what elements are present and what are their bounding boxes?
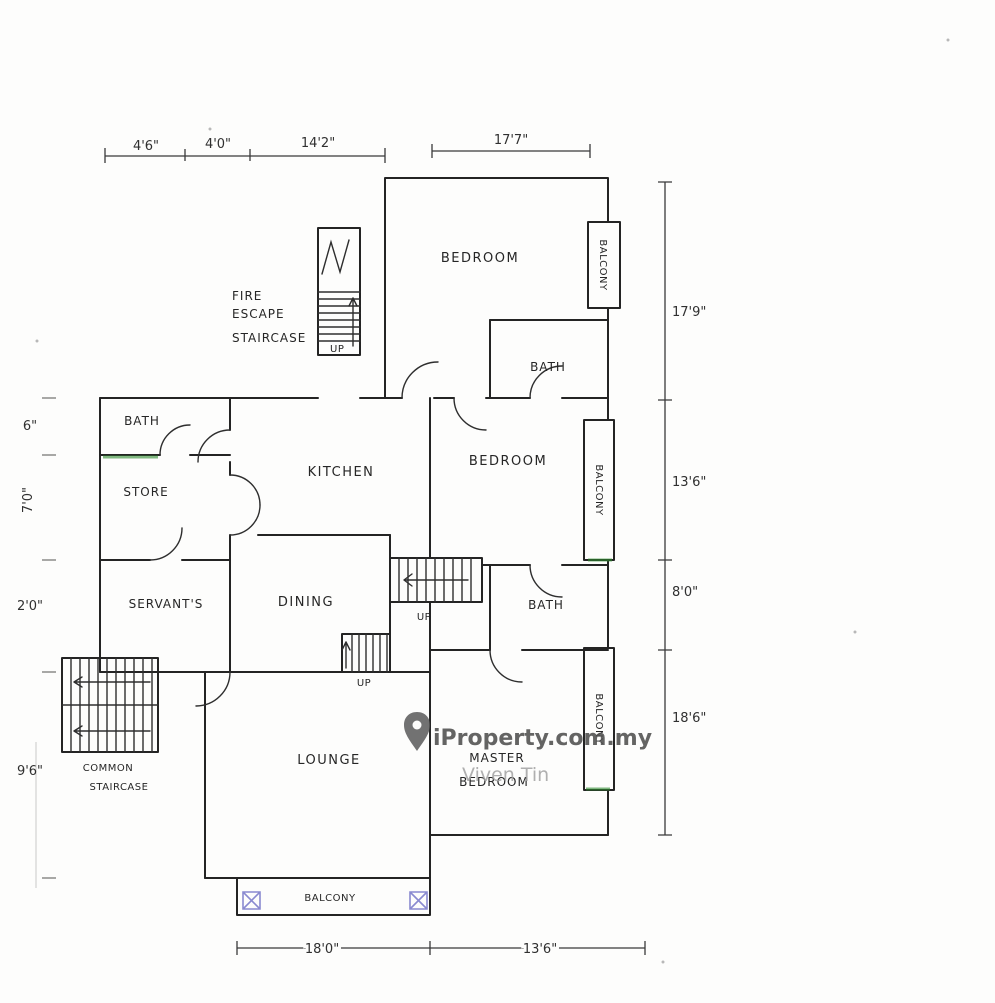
fire-escape-label-line3: STAIRCASE	[232, 331, 306, 345]
room-label-bath-top: BATH	[530, 360, 566, 374]
fire-escape-label-line2: ESCAPE	[232, 307, 285, 321]
dim-top-1: 4'6"	[133, 139, 159, 154]
room-label-kitchen: KITCHEN	[308, 465, 375, 480]
room-label-bath-mid: BATH	[528, 598, 564, 612]
up-arrow-icon	[341, 641, 351, 669]
dimension-lines	[42, 144, 672, 955]
common-staircase-label-line1: COMMON	[83, 763, 133, 774]
scan-specks	[35, 38, 950, 964]
small-staircase	[341, 633, 391, 673]
common-staircase-label-line2: STAIRCASE	[90, 782, 149, 793]
balcony-bottom-box	[236, 877, 431, 916]
dim-top-2: 4'0"	[205, 137, 231, 152]
room-label-bedroom-top: BEDROOM	[441, 251, 519, 266]
scan-green-marks	[103, 455, 612, 791]
dim-bottom-2: 13'6"	[523, 942, 557, 957]
door-swing-arcs	[149, 361, 563, 707]
room-labels: BEDROOM BALCONY FIRE ESCAPE STAIRCASE UP…	[83, 239, 608, 904]
balcony-top-box	[587, 221, 621, 309]
watermark-brand: iProperty.com.my	[433, 726, 652, 751]
dim-left-2: 7'0"	[21, 487, 36, 513]
up-arrow-icon	[348, 297, 358, 347]
up-label-fire-escape: UP	[330, 344, 344, 355]
stair-arrow-icon	[73, 676, 151, 688]
room-label-balcony-low: BALCONY	[593, 693, 604, 745]
room-label-lounge: LOUNGE	[297, 753, 361, 768]
dim-right-1: 17'9"	[672, 305, 706, 320]
balcony-corner-marks	[242, 891, 428, 910]
central-staircase	[389, 557, 483, 603]
room-label-bath-left: BATH	[124, 414, 160, 428]
dimension-labels: 4'6" 4'0" 14'2" 17'7" 17'9" 13'6" 8'0" 1…	[17, 133, 706, 960]
dim-left-3: 2'0"	[17, 599, 43, 614]
room-label-store: STORE	[123, 485, 168, 499]
dim-top-4: 17'7"	[494, 133, 528, 148]
watermark: iProperty.com.my Viven Tin	[404, 712, 652, 786]
dim-left-4: 9'6"	[17, 764, 43, 779]
dim-right-3: 8'0"	[672, 585, 698, 600]
room-label-balcony-bottom: BALCONY	[304, 893, 356, 904]
common-staircase	[61, 657, 159, 753]
fire-escape-staircase	[317, 227, 361, 356]
room-label-servants: SERVANT'S	[129, 597, 204, 611]
up-label-small-stairs: UP	[357, 678, 371, 689]
stair-arrow-icon	[403, 573, 469, 587]
dim-bottom-1: 18'0"	[305, 942, 339, 957]
room-label-balcony-top: BALCONY	[597, 239, 608, 291]
room-label-master-line2: BEDROOM	[459, 775, 529, 789]
balcony-outlines	[236, 221, 621, 916]
watermark-agent: Viven Tin	[462, 764, 549, 786]
dim-right-4: 18'6"	[672, 711, 706, 726]
dim-left-1: 6"	[23, 419, 37, 434]
room-label-bedroom-mid: BEDROOM	[469, 454, 547, 469]
location-pin-icon	[404, 712, 430, 751]
room-label-dining: DINING	[278, 595, 334, 610]
dim-top-3: 14'2"	[301, 136, 335, 151]
up-label-central-stairs: UP	[417, 612, 431, 623]
room-label-master-line1: MASTER	[469, 751, 524, 765]
room-label-balcony-mid: BALCONY	[593, 464, 604, 516]
fire-escape-label-line1: FIRE	[232, 289, 262, 303]
stair-arrow-icon	[73, 725, 151, 737]
dim-right-2: 13'6"	[672, 475, 706, 490]
